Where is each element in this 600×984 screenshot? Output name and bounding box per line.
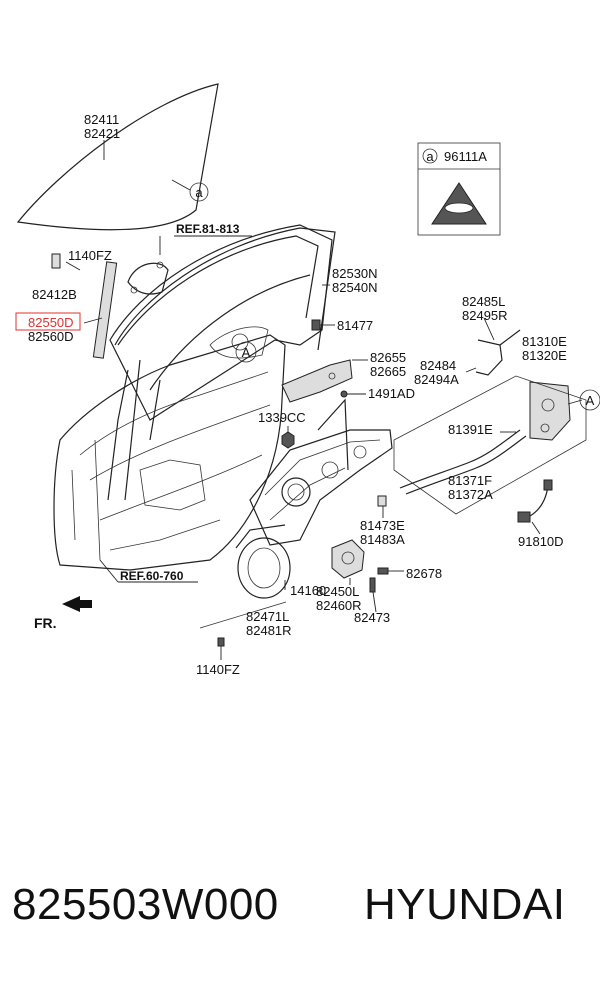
label-82540n: 82540N: [332, 280, 378, 295]
cable-box: [393, 375, 587, 515]
label-96111a: 96111A: [444, 149, 487, 164]
circle-callout-A-latch: A: [579, 389, 600, 411]
circle-callout-a-legend: a: [426, 149, 434, 164]
latch-rod: [475, 329, 521, 376]
nut: [281, 426, 295, 449]
label-82665: 82665: [370, 364, 406, 379]
label-1491ad: 1491AD: [368, 386, 415, 401]
label-82460r: 82460R: [316, 598, 362, 613]
label-81320e: 81320E: [522, 348, 567, 363]
part-number: 825503W000: [12, 880, 279, 929]
label-82494a: 82494A: [414, 372, 459, 387]
label-82411: 82411: [84, 112, 119, 127]
label-82473: 82473: [354, 610, 390, 625]
label-81372a: 81372A: [448, 487, 493, 502]
label-82655: 82655: [370, 350, 406, 365]
door-switch: [377, 495, 387, 518]
label-82481r: 82481R: [246, 623, 292, 638]
glass-run-channel: [51, 253, 118, 359]
label-82450l: 82450L: [316, 584, 359, 599]
label-81391e: 81391E: [448, 422, 493, 437]
legend-box: [417, 142, 501, 236]
svg-text:a: a: [426, 149, 434, 164]
label-ref-81-813: REF.81-813: [176, 222, 240, 236]
label-82550d: 82550D: [28, 315, 74, 330]
front-arrow: [62, 596, 92, 612]
svg-text:A: A: [586, 393, 595, 408]
caption-bar: 825503W000 HYUNDAI: [0, 880, 600, 950]
svg-text:a: a: [195, 185, 203, 200]
clip: [340, 390, 366, 398]
label-82530n: 82530N: [332, 266, 378, 281]
label-91810d: 91810D: [518, 534, 564, 549]
label-82421: 82421: [84, 126, 120, 141]
label-81483a: 81483A: [360, 532, 405, 547]
bolt-bottom: [199, 601, 287, 660]
bolt: [311, 319, 335, 331]
inner-door-panel: [53, 326, 286, 571]
label-1140fz-top: 1140FZ: [68, 248, 112, 263]
label-front: FR.: [34, 615, 57, 631]
bolt-82678: [377, 567, 404, 575]
door-frame: [109, 224, 333, 501]
window-regulator: [249, 398, 393, 546]
weatherstrip: [107, 227, 336, 501]
label-82678: 82678: [406, 566, 442, 581]
label-1140fz-bottom: 1140FZ: [196, 662, 240, 677]
bolt-82473: [369, 577, 377, 613]
label-1339cc: 1339CC: [258, 410, 306, 425]
wire-harness: [517, 479, 553, 523]
label-82484: 82484: [420, 358, 456, 373]
label-81477: 81477: [337, 318, 373, 333]
label-81473e: 81473E: [360, 518, 405, 533]
part-highlight-box: [15, 312, 81, 331]
outside-handle-bracket: [127, 261, 169, 295]
regulator-plate: [235, 524, 291, 599]
label-81371f: 81371F: [448, 473, 492, 488]
label-82471l: 82471L: [246, 609, 289, 624]
brand-name: HYUNDAI: [364, 880, 566, 929]
svg-text:A: A: [242, 345, 251, 360]
circle-callout-a-glass: a: [189, 182, 209, 202]
regulator-motor: [331, 539, 365, 579]
exploded-parts-diagram: a a A A 82411 82421 1140FZ 82412B 82550D…: [15, 83, 600, 677]
label-82560d: 82560D: [28, 329, 74, 344]
circle-callout-A-panel: A: [235, 341, 257, 363]
label-82485l: 82485L: [462, 294, 505, 309]
label-82412b: 82412B: [32, 287, 77, 302]
door-glass: [16, 83, 219, 231]
label-81310e: 81310E: [522, 334, 567, 349]
label-82495r: 82495R: [462, 308, 508, 323]
inside-handle: [281, 359, 353, 403]
label-ref-60-760: REF.60-760: [120, 569, 184, 583]
label-14160: 14160: [290, 583, 326, 598]
door-latch: [529, 381, 571, 441]
